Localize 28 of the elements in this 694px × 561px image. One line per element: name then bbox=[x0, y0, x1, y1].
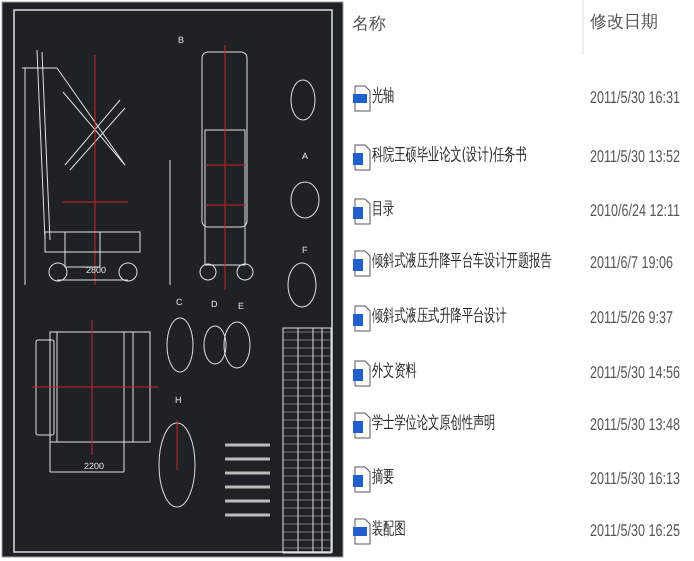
file-name: 光轴 bbox=[372, 88, 394, 105]
section-label: B bbox=[178, 36, 184, 45]
modified-date: 2011/5/30 16:25 bbox=[590, 522, 680, 539]
modified-date: 2011/5/30 14:56 bbox=[590, 364, 680, 381]
file-name: 摘要 bbox=[372, 469, 394, 486]
modified-date: 2011/5/30 13:52 bbox=[590, 148, 680, 165]
modified-date: 2011/5/30 16:13 bbox=[590, 470, 680, 487]
modified-date: 2011/5/30 13:48 bbox=[590, 416, 680, 433]
section-label: A bbox=[302, 152, 308, 161]
file-name: 目录 bbox=[372, 201, 394, 218]
dimension-label: 2200 bbox=[84, 462, 104, 471]
file-name: 倾斜式液压式升降平台设计 bbox=[372, 308, 507, 325]
file-name: 倾斜式液压升降平台车设计开题报告 bbox=[372, 253, 552, 270]
modified-date: 2011/5/30 16:31 bbox=[590, 89, 680, 106]
file-name: 科院王硕毕业论文(设计)任务书 bbox=[372, 147, 527, 164]
column-header: 名称 bbox=[352, 16, 386, 33]
modified-date: 2011/5/26 9:37 bbox=[590, 309, 674, 326]
file-name: 装配图 bbox=[372, 521, 406, 538]
modified-date: 2010/6/24 12:11 bbox=[590, 202, 680, 219]
section-label: E bbox=[238, 302, 244, 311]
modified-date: 2011/6/7 19:06 bbox=[590, 254, 674, 271]
column-header: 修改日期 bbox=[590, 14, 658, 31]
section-label: H bbox=[175, 396, 182, 405]
section-label: D bbox=[211, 300, 218, 309]
file-name: 学士学位论文原创性声明 bbox=[372, 415, 496, 432]
section-label: C bbox=[176, 298, 182, 307]
file-name: 外文资料 bbox=[372, 363, 417, 380]
section-label: F bbox=[302, 246, 308, 255]
